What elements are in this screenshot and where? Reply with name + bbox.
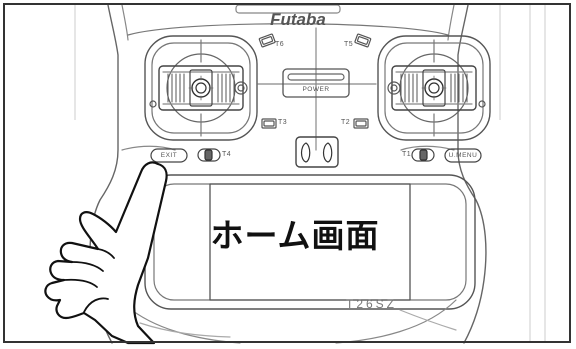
exit-button[interactable]: EXIT <box>160 152 178 159</box>
trim-label-t6: T6 <box>275 41 285 48</box>
screen-text: ホーム画面 <box>210 216 380 255</box>
trim-label-t1: T1 <box>402 151 412 158</box>
trim-label-t3: T3 <box>278 119 288 126</box>
trim-label-t5: T5 <box>344 41 354 48</box>
umenu-button[interactable]: U.MENU <box>448 152 478 159</box>
model-name: T26SZ <box>346 297 398 311</box>
trim-label-t2: T2 <box>341 119 351 126</box>
power-label: POWER <box>302 86 330 93</box>
trim-label-t4: T4 <box>222 151 232 158</box>
brand-logo: Futaba <box>270 10 326 29</box>
